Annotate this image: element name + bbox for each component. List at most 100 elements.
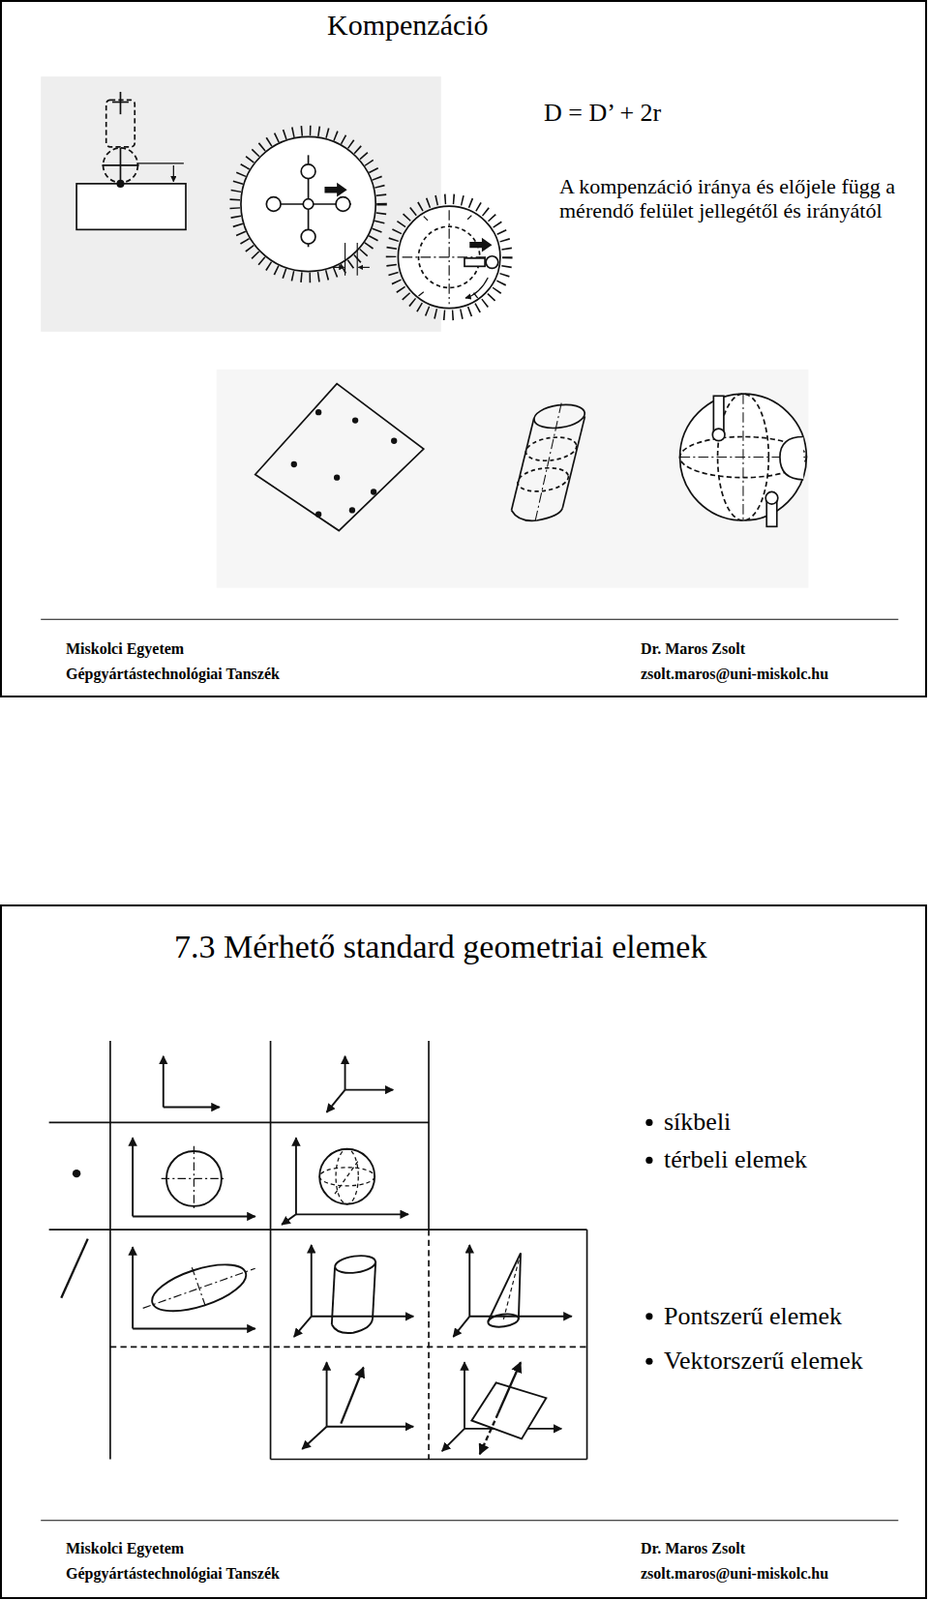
plane-points: [349, 507, 356, 513]
bore-star-probe: [235, 130, 383, 278]
sphere: [712, 428, 725, 442]
scan-ground: [40, 76, 442, 332]
element-symbols: [319, 1149, 375, 1205]
element-grid: [49, 1122, 429, 1125]
probe-on-block: [76, 183, 186, 230]
cylinder: [511, 419, 535, 511]
element-symbols: [503, 1253, 521, 1321]
bullet-text: térbeli elemek: [663, 1145, 808, 1175]
element-grid: [49, 1228, 588, 1231]
element-symbols: [463, 1362, 466, 1430]
element-symbols: [301, 1427, 327, 1450]
element-symbols: [452, 1317, 470, 1338]
element-symbols: [310, 1245, 313, 1318]
bullet-text: Vektorszerű elemek: [663, 1347, 864, 1377]
element-symbols: [132, 1328, 256, 1331]
element-symbols: [281, 1214, 297, 1226]
footer-rule: [40, 619, 899, 621]
element-symbols: [319, 1168, 375, 1187]
bullet-dot: [645, 1358, 653, 1366]
footer-text: Dr. Maros Zsolt: [640, 1540, 746, 1559]
bore-single-probe: [390, 199, 508, 316]
element-grid: [427, 1229, 430, 1460]
element-symbols: [163, 1107, 220, 1109]
element-grid: [270, 1459, 588, 1462]
bore-single-probe: [469, 238, 492, 253]
bore-star-probe: [344, 242, 346, 276]
bullet-text: Pontszerű elemek: [663, 1302, 842, 1332]
plane-points: [291, 409, 398, 518]
element-grid: [109, 1041, 112, 1461]
plane-points: [315, 409, 322, 416]
bore-star-probe: [300, 164, 316, 180]
bore-single-probe: [485, 256, 499, 270]
element-symbols: [191, 1267, 207, 1309]
bore-star-probe: [300, 229, 316, 244]
sphere: [680, 393, 808, 521]
bore-star-probe: [335, 197, 351, 212]
bore-single-probe: [465, 277, 488, 299]
element-symbols: [518, 1253, 521, 1320]
probe-on-block: [173, 165, 175, 182]
scan-ground: [216, 369, 810, 589]
bullet-dot: [645, 1119, 653, 1366]
plane-points: [370, 488, 377, 495]
plane-points: [291, 461, 298, 468]
sphere: [713, 395, 724, 433]
note-text: A kompenzáció iránya és előjele függ a m…: [559, 174, 908, 223]
element-symbols: [498, 1362, 521, 1414]
cylinder: [515, 465, 570, 495]
cylinder: [511, 401, 587, 523]
cylinder: [532, 401, 586, 431]
element-grid: [49, 1041, 588, 1461]
bore-star-probe: [235, 130, 383, 278]
sphere: [765, 491, 779, 505]
footer-text: Miskolci Egyetem: [65, 640, 184, 659]
bore-single-probe: [419, 215, 479, 299]
element-symbols: [72, 1169, 81, 1178]
bore-star-probe: [240, 136, 376, 271]
slide-frame: 7.3 Mérhető standard geometriai elemeksí…: [0, 904, 928, 1600]
slide-title: Kompenzáció: [327, 7, 489, 42]
element-grid: [586, 1229, 589, 1460]
bore-single-probe: [390, 199, 508, 316]
plane-points: [255, 384, 424, 532]
footer-text: Miskolci Egyetem: [65, 1540, 184, 1559]
formula: D = D’ + 2r: [543, 98, 661, 128]
probe-on-block: [119, 91, 122, 115]
element-symbols: [327, 1426, 415, 1429]
bullet-dot: [645, 1119, 653, 1127]
element-symbols: [294, 1317, 312, 1338]
element-symbols: [296, 1213, 409, 1216]
element-symbols: [442, 1429, 465, 1452]
footer-text: zsolt.maros@uni-miskolc.hu: [640, 1565, 829, 1584]
plane-points: [352, 417, 359, 423]
element-symbols: [311, 1316, 414, 1319]
slide-frame: Kompenzáció D = D’ + 2r A kompenzáció irán…: [0, 0, 928, 698]
element-grid: [110, 1347, 588, 1349]
probe-on-block: [136, 162, 184, 164]
cylinder: [562, 416, 585, 509]
bore-star-probe: [302, 199, 314, 210]
element-symbols: [147, 1256, 252, 1321]
sphere: [680, 393, 808, 527]
plane-points: [315, 511, 322, 518]
bore-single-probe: [397, 206, 500, 308]
plane-points: [333, 475, 340, 481]
bore-star-probe: [357, 242, 359, 276]
element-symbols: [331, 1318, 373, 1334]
element-symbols: [334, 1159, 360, 1195]
bore-star-probe: [358, 267, 370, 269]
element-symbols: [295, 1138, 298, 1215]
probe-on-block: [117, 180, 123, 187]
element-symbols: [344, 1056, 347, 1091]
element-grid: [269, 1041, 272, 1461]
bullet-dot: [645, 1313, 653, 1320]
footer-text: Gépgyártástechnológiai Tanszék: [65, 665, 280, 684]
probe-on-block: [119, 148, 122, 182]
element-symbols: [479, 1413, 499, 1455]
probe-on-block: [112, 101, 129, 104]
element-symbols: [131, 1247, 134, 1329]
element-symbols: [487, 1313, 520, 1330]
